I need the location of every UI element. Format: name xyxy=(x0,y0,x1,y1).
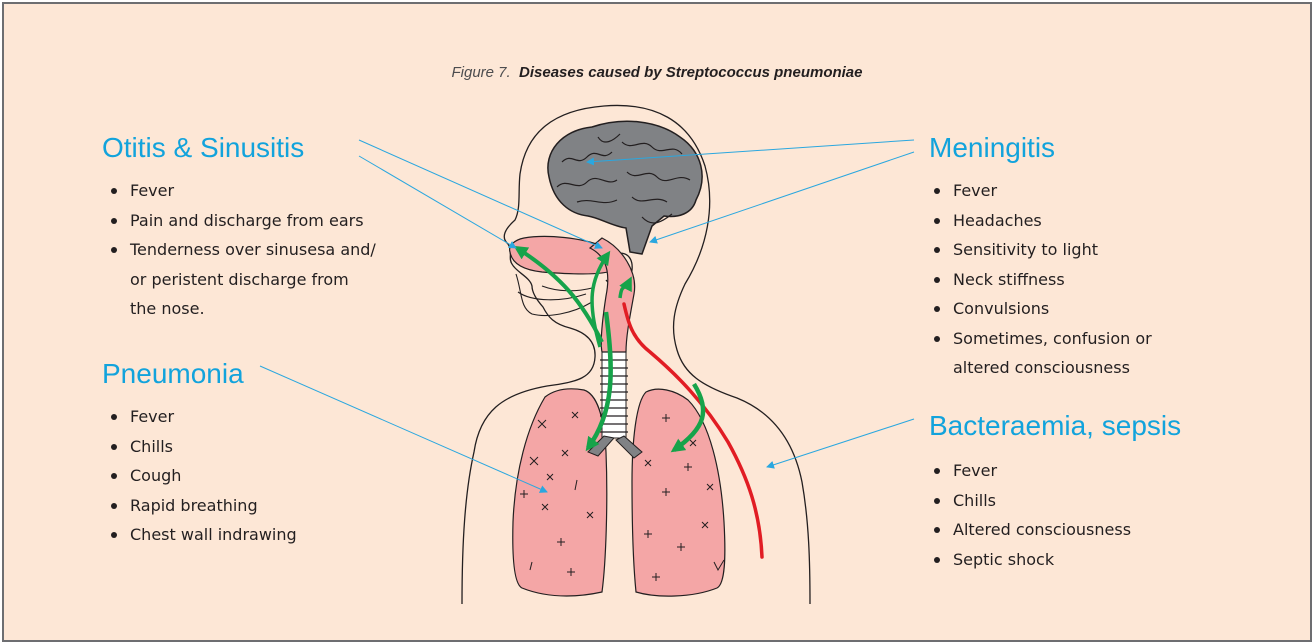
symptom-item: Rapid breathing xyxy=(106,491,297,521)
bacteraemia-symptom-list: Fever Chills Altered consciousness Septi… xyxy=(929,456,1131,574)
symptom-item: Septic shock xyxy=(929,545,1131,575)
leader-pneumonia xyxy=(260,366,547,492)
symptom-item: Sensitivity to light xyxy=(929,235,1152,265)
symptom-item: Tenderness over sinusesa and/ xyxy=(106,235,376,265)
pneumonia-symptom-list: Fever Chills Cough Rapid breathing Chest… xyxy=(106,402,297,550)
symptom-item: Sometimes, confusion or xyxy=(929,324,1152,354)
mouth-jaw xyxy=(516,274,592,316)
symptom-item: Neck stiffness xyxy=(929,265,1152,295)
symptom-item: Fever xyxy=(106,402,297,432)
symptom-item-continued: the nose. xyxy=(106,294,376,324)
leader-bacteraemia xyxy=(767,419,914,467)
symptom-item: Chills xyxy=(929,486,1131,516)
symptom-item: Chills xyxy=(106,432,297,462)
symptom-item: Headaches xyxy=(929,206,1152,236)
symptom-item-continued: or peristent discharge from xyxy=(106,265,376,295)
symptom-item: Fever xyxy=(929,456,1131,486)
symptom-item: Altered consciousness xyxy=(929,515,1131,545)
symptom-item: Fever xyxy=(106,176,376,206)
symptom-item: Pain and discharge from ears xyxy=(106,206,376,236)
left-lung xyxy=(513,389,607,596)
leader-otitis-nose xyxy=(359,156,516,248)
otitis-sinusitis-heading: Otitis & Sinusitis xyxy=(102,132,304,164)
symptom-item: Convulsions xyxy=(929,294,1152,324)
pneumonia-heading: Pneumonia xyxy=(102,358,244,390)
otitis-symptom-list: Fever Pain and discharge from ears Tende… xyxy=(106,176,376,324)
right-lung xyxy=(632,389,725,596)
meningitis-heading: Meningitis xyxy=(929,132,1055,164)
symptom-item: Cough xyxy=(106,461,297,491)
bacteraemia-heading: Bacteraemia, sepsis xyxy=(929,410,1181,442)
symptom-item-continued: altered consciousness xyxy=(929,353,1152,383)
meningitis-symptom-list: Fever Headaches Sensitivity to light Nec… xyxy=(929,176,1152,383)
symptom-item: Fever xyxy=(929,176,1152,206)
symptom-item: Chest wall indrawing xyxy=(106,520,297,550)
